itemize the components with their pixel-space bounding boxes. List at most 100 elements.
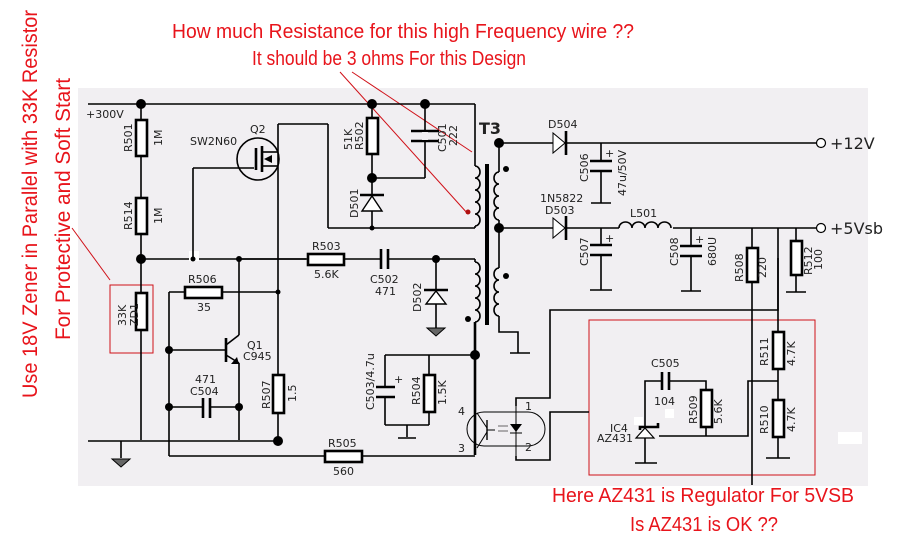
r514-value: 1M [152, 208, 165, 225]
c506-ref: C506 [578, 153, 591, 182]
output-terminal-5vsb[interactable] [815, 222, 827, 234]
resistor-zd1 [134, 291, 149, 332]
capacitor-gap [592, 161, 610, 171]
diode-d504 [552, 131, 566, 155]
input-rail-label: +300V [86, 108, 124, 121]
transistor-q1-collector [225, 334, 240, 346]
r509-value: 5.6K [712, 399, 725, 424]
capacitor-gap [422, 132, 428, 140]
c508-value: 680U [706, 237, 719, 266]
l501-ref: L501 [630, 207, 657, 220]
r504-ref: R504 [410, 376, 423, 405]
d504-ref: D504 [548, 118, 577, 131]
white-patch [634, 417, 643, 425]
r511-value: 4.7K [785, 341, 798, 366]
r501-value: 1M [152, 130, 165, 147]
r502-value: 51K [342, 128, 355, 150]
capacitor-gap [662, 375, 669, 387]
c507-plus: + [605, 232, 614, 245]
annotation-left-line1: Use 18V Zener in Parallel with 33K Resis… [19, 10, 42, 398]
r501-ref: R501 [122, 123, 135, 152]
r509-ref: R509 [687, 395, 700, 424]
resistor-r504 [422, 373, 437, 414]
arrow-end-dot [465, 209, 471, 215]
d503-value: 1N5822 [540, 192, 583, 205]
q2-value: SW2N60 [190, 135, 237, 148]
capacitor-gap [682, 246, 700, 256]
arrow-top-to-winding-2 [351, 71, 473, 153]
wire [644, 380, 662, 412]
resistor-r505 [323, 449, 364, 464]
zd1-highlight-box [109, 284, 154, 354]
inductor-l501 [618, 221, 672, 229]
r504-value: 1.5K [436, 380, 449, 405]
r503-value: 5.6K [314, 268, 339, 281]
c504-ref: C504 [190, 385, 219, 398]
diode-d502 [424, 289, 448, 305]
arrow-top-to-winding-1 [339, 71, 469, 215]
mosfet-q2 [236, 137, 280, 181]
ground-symbol [110, 458, 132, 468]
optocoupler [466, 406, 546, 456]
resistor-r501 [134, 118, 149, 158]
q1-ref: Q1 [247, 339, 263, 352]
resistor-r503 [306, 252, 346, 267]
c505-value: 104 [654, 395, 675, 408]
transformer-label: T3 [479, 119, 501, 138]
c501-ref: C501 [436, 123, 449, 152]
r512-value: 100 [812, 249, 825, 270]
r511-ref: R511 [758, 337, 771, 366]
r506-value: 35 [197, 301, 211, 314]
white-patch [665, 409, 674, 418]
wire [515, 411, 589, 461]
ground-symbol [425, 327, 447, 337]
auxiliary-winding [474, 261, 481, 323]
c506-plus: + [605, 147, 614, 160]
c501-value: 222 [447, 125, 460, 146]
regulator-highlight-box [588, 319, 816, 476]
r507-ref: R507 [260, 380, 273, 409]
diode-d501 [360, 194, 384, 212]
junction [235, 403, 243, 411]
annotation-top-line2: It should be 3 ohms For this Design [252, 48, 526, 70]
r512-ref: R512 [802, 246, 815, 275]
r510-value: 4.7K [785, 407, 798, 432]
q1-value: C945 [243, 350, 272, 363]
white-patch [838, 432, 862, 444]
transistor-q1-arrow [231, 357, 239, 364]
r514-ref: R514 [122, 201, 135, 230]
c502-ref: C502 [370, 273, 399, 286]
az431-cathode-bar [638, 423, 660, 430]
resistor-r508 [745, 246, 760, 284]
resistor-r514 [134, 196, 149, 236]
opto-pin-4: 4 [458, 405, 465, 418]
r503-ref: R503 [312, 240, 341, 253]
d502-ref: D502 [411, 283, 424, 312]
annotation-bottom-line1: Here AZ431 is Regulator For 5VSB [552, 485, 854, 507]
ic4-ref: IC4 [610, 422, 628, 435]
output-terminal-12v[interactable] [815, 137, 827, 149]
c508-ref: C508 [668, 237, 681, 266]
capacitor-gap [592, 245, 610, 255]
c503-plus: + [394, 373, 403, 386]
c504-value: 471 [195, 373, 216, 386]
r507-value: 1.5 [286, 385, 299, 403]
c508-plus: + [695, 233, 704, 246]
r508-ref: R508 [733, 253, 746, 282]
r502-ref: R502 [353, 121, 366, 150]
d503-ref: D503 [545, 204, 574, 217]
junction [275, 289, 281, 295]
wire [659, 380, 778, 437]
r505-value: 560 [333, 465, 354, 478]
secondary-winding-5v [493, 267, 500, 317]
white-patch [189, 251, 199, 261]
diode-d503 [552, 216, 566, 240]
winding-dot [503, 273, 509, 279]
opto-pin-1: 1 [525, 400, 532, 413]
q2-ref: Q2 [250, 123, 266, 136]
wire [498, 316, 519, 353]
c507-ref: C507 [578, 237, 591, 266]
output-label-5vsb: +5Vsb [830, 219, 883, 238]
c502-value: 471 [375, 285, 396, 298]
